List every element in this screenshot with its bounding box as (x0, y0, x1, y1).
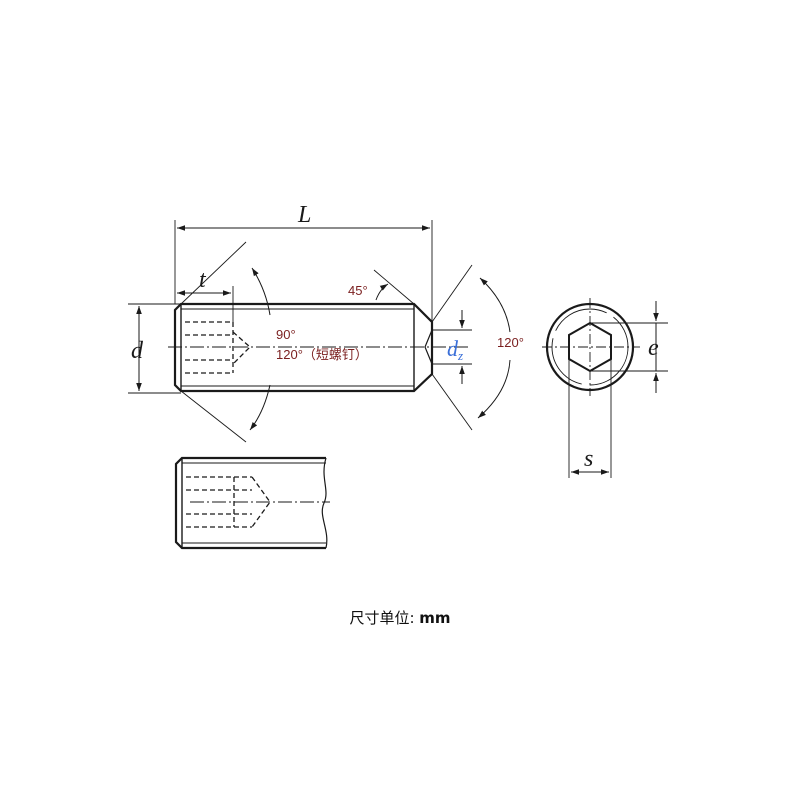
label-across-flats: s (584, 446, 593, 472)
point-angle-arc-top (479, 277, 511, 333)
angle-point: 120° (497, 335, 524, 350)
label-point-diameter-sub: z (457, 348, 463, 363)
label-socket-depth: t (199, 267, 207, 293)
label-length: L (297, 202, 311, 228)
unit-caption-unit: mm (419, 609, 451, 627)
label-point-diameter: dz (447, 336, 463, 363)
main-side-view (128, 220, 511, 443)
point-angle-ext-bottom (431, 373, 473, 431)
break-line (321, 457, 328, 549)
angle-chamfer: 45° (348, 283, 368, 298)
cone-angle-ext-bottom (180, 390, 247, 443)
chamfer-ext-line (373, 269, 415, 305)
cone-angle-arc-top (251, 267, 271, 316)
unit-caption: 尺寸单位: mm (0, 607, 800, 628)
cone-point-tip (424, 329, 433, 365)
unit-caption-label: 尺寸单位: (349, 609, 415, 627)
chamfer-angle-arc (375, 283, 389, 301)
partial-side-view (174, 456, 330, 550)
angle-cone-b: 120°（短螺钉） (276, 347, 368, 362)
angle-cone-a: 90° (276, 327, 296, 342)
label-across-corners: e (648, 335, 659, 361)
point-angle-arc-bottom (477, 359, 511, 419)
point-angle-ext-top (431, 264, 473, 323)
cone-angle-ext-top (180, 241, 247, 305)
partial-hidden-socket (186, 476, 271, 528)
hidden-socket (185, 321, 251, 374)
cone-angle-arc-bottom (249, 384, 271, 431)
label-diameter: d (131, 338, 144, 364)
end-view (542, 298, 668, 478)
partial-body-outline (174, 456, 326, 550)
label-point-diameter-main: d (447, 336, 459, 361)
